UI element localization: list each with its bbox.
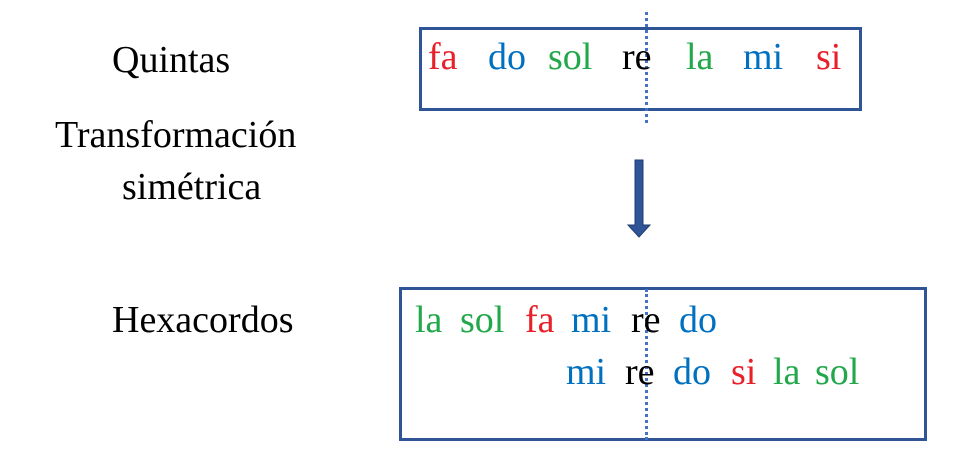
quintas-row-note: sol xyxy=(548,36,593,78)
hexacordo-row1-note: la xyxy=(415,299,443,341)
quintas-row-note: mi xyxy=(743,36,784,78)
hexacordo-row1-note: mi xyxy=(571,299,612,341)
quintas-row-note: la xyxy=(686,36,714,78)
quintas-row-note: re xyxy=(622,36,652,78)
quintas-row-note: si xyxy=(816,36,842,78)
hexacordo-row2-note: re xyxy=(625,351,655,393)
label-simetrica: simétrica xyxy=(122,166,262,208)
label-quintas: Quintas xyxy=(112,39,231,81)
hexacordo-row1-note: re xyxy=(631,299,661,341)
label-transformacion: Transformación xyxy=(55,114,297,156)
symmetry-axis-top xyxy=(645,12,648,123)
label-hexacordos: Hexacordos xyxy=(112,299,294,341)
quintas-row-note: fa xyxy=(428,36,458,78)
hexacordo-row2-note: mi xyxy=(566,351,607,393)
hexacordo-row1-note: sol xyxy=(460,299,505,341)
hexacordo-row2-note: sol xyxy=(815,351,860,393)
hexacordo-row1-note: fa xyxy=(525,299,555,341)
hexacordos-box xyxy=(399,287,927,441)
hexacordo-row2-note: si xyxy=(731,351,757,393)
down-arrow-icon xyxy=(626,159,652,238)
quintas-box xyxy=(419,27,862,111)
hexacordo-row1-note: do xyxy=(679,299,717,341)
hexacordo-row2-note: la xyxy=(773,351,801,393)
quintas-row-note: do xyxy=(488,36,526,78)
symmetry-axis-bottom xyxy=(645,289,648,440)
hexacordo-row2-note: do xyxy=(673,351,711,393)
